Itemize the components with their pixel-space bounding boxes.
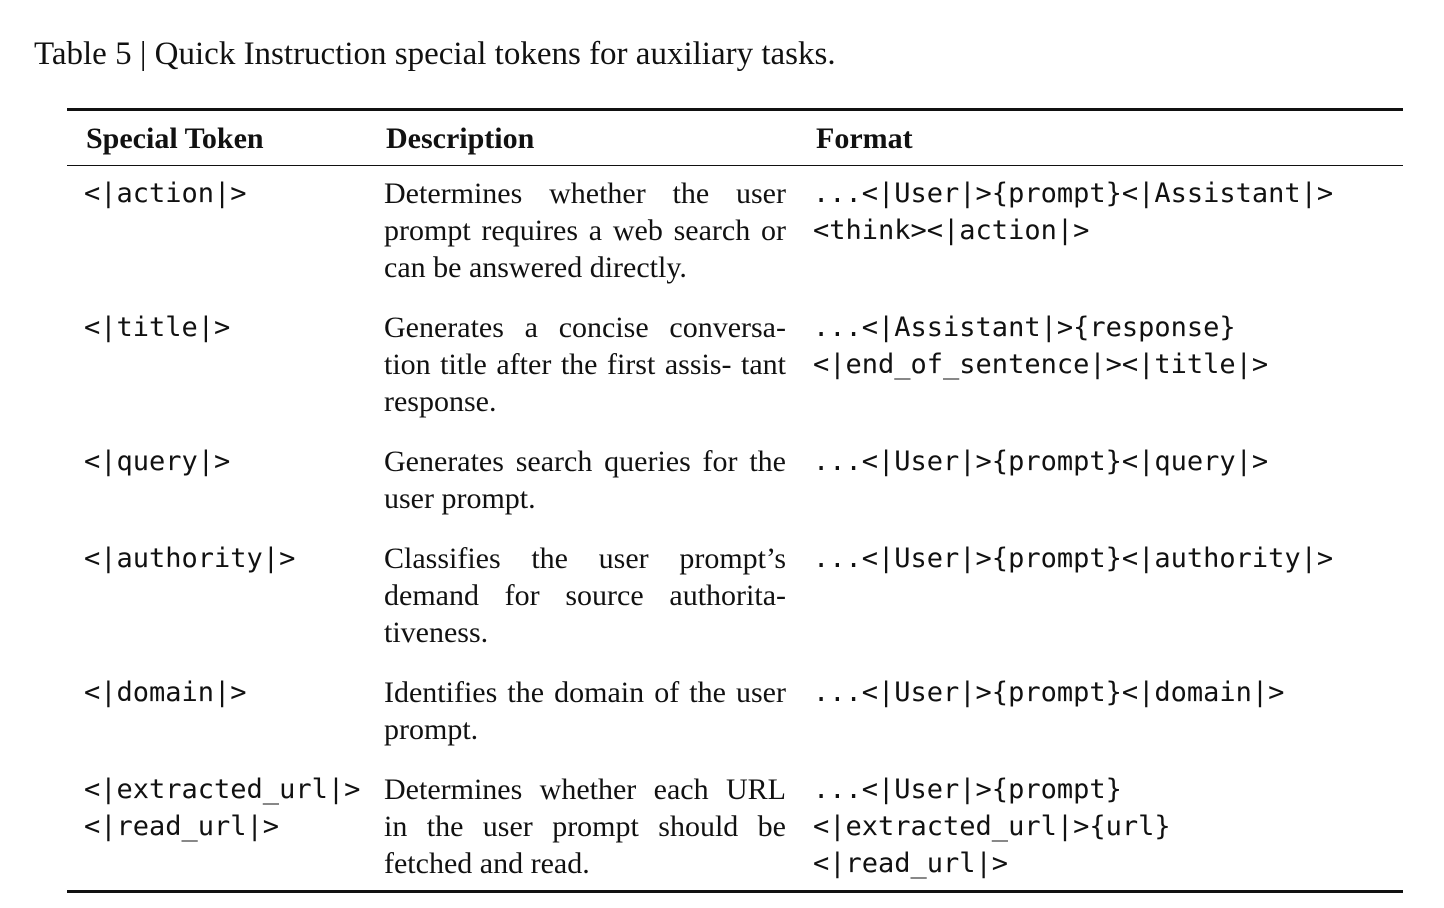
description-cell: Classifies the user prompt’s demand for …: [384, 542, 786, 649]
description-cell: Determines whether each URL in the user …: [384, 773, 786, 880]
format-line: ...<|User|>{prompt}<|domain|>: [813, 677, 1285, 708]
token-text: <|query|>: [84, 446, 231, 477]
token-cell: <|domain|>: [67, 666, 366, 763]
token-text: <|action|>: [84, 178, 247, 209]
token-cell: <|extracted_url|> <|read_url|>: [67, 763, 366, 892]
table-row: <|domain|> Identifies the domain of the …: [67, 666, 1403, 763]
format-line: ...<|User|>{prompt}<|authority|>: [813, 543, 1334, 574]
token-text: <|extracted_url|>: [84, 774, 361, 805]
format-line: <think><|action|>: [813, 215, 1090, 246]
format-line: <|extracted_url|>{url}: [813, 811, 1171, 842]
header-description: Description: [386, 122, 535, 155]
description-cell: Generates a concise conversa- tion title…: [384, 311, 786, 418]
format-cell: ...<|User|>{prompt}<|Assistant|> <think>…: [796, 166, 1403, 302]
special-tokens-table: Special Token Description Format <|actio…: [67, 108, 1403, 893]
format-cell: ...<|User|>{prompt}<|domain|>: [796, 666, 1403, 763]
format-line: ...<|User|>{prompt}<|Assistant|>: [813, 178, 1334, 209]
token-cell: <|query|>: [67, 435, 366, 532]
format-line: <|end_of_sentence|><|title|>: [813, 349, 1269, 380]
token-cell: <|title|>: [67, 301, 366, 435]
token-cell: <|authority|>: [67, 532, 366, 666]
token-text: <|read_url|>: [84, 811, 280, 842]
header-special-token: Special Token: [86, 122, 264, 155]
token-text: <|authority|>: [84, 543, 296, 574]
table-row: <|authority|> Classifies the user prompt…: [67, 532, 1403, 666]
format-line: ...<|User|>{prompt}: [813, 774, 1122, 805]
table-row: <|query|> Generates search queries for t…: [67, 435, 1403, 532]
format-line: <|read_url|>: [813, 848, 1009, 879]
table-row: <|action|> Determines whether the user p…: [67, 166, 1403, 302]
format-cell: ...<|Assistant|>{response} <|end_of_sent…: [796, 301, 1403, 435]
token-cell: <|action|>: [67, 166, 366, 302]
format-line: ...<|User|>{prompt}<|query|>: [813, 446, 1269, 477]
token-text: <|domain|>: [84, 677, 247, 708]
table: Special Token Description Format <|actio…: [67, 108, 1403, 893]
format-line: ...<|Assistant|>{response}: [813, 312, 1236, 343]
description-cell: Generates search queries for the user pr…: [384, 445, 786, 515]
table-row: <|title|> Generates a concise conversa- …: [67, 301, 1403, 435]
table-header: Special Token Description Format: [67, 109, 1403, 166]
header-format: Format: [816, 122, 913, 155]
format-cell: ...<|User|>{prompt}<|authority|>: [796, 532, 1403, 666]
description-cell: Identifies the domain of the user prompt…: [384, 676, 786, 746]
table-body: <|action|> Determines whether the user p…: [67, 166, 1403, 892]
token-text: <|title|>: [84, 312, 231, 343]
format-cell: ...<|User|>{prompt}<|query|>: [796, 435, 1403, 532]
table-caption: Table 5 | Quick Instruction special toke…: [34, 36, 836, 72]
table-row: <|extracted_url|> <|read_url|> Determine…: [67, 763, 1403, 892]
format-cell: ...<|User|>{prompt} <|extracted_url|>{ur…: [796, 763, 1403, 892]
description-cell: Determines whether the user prompt requi…: [384, 177, 786, 284]
